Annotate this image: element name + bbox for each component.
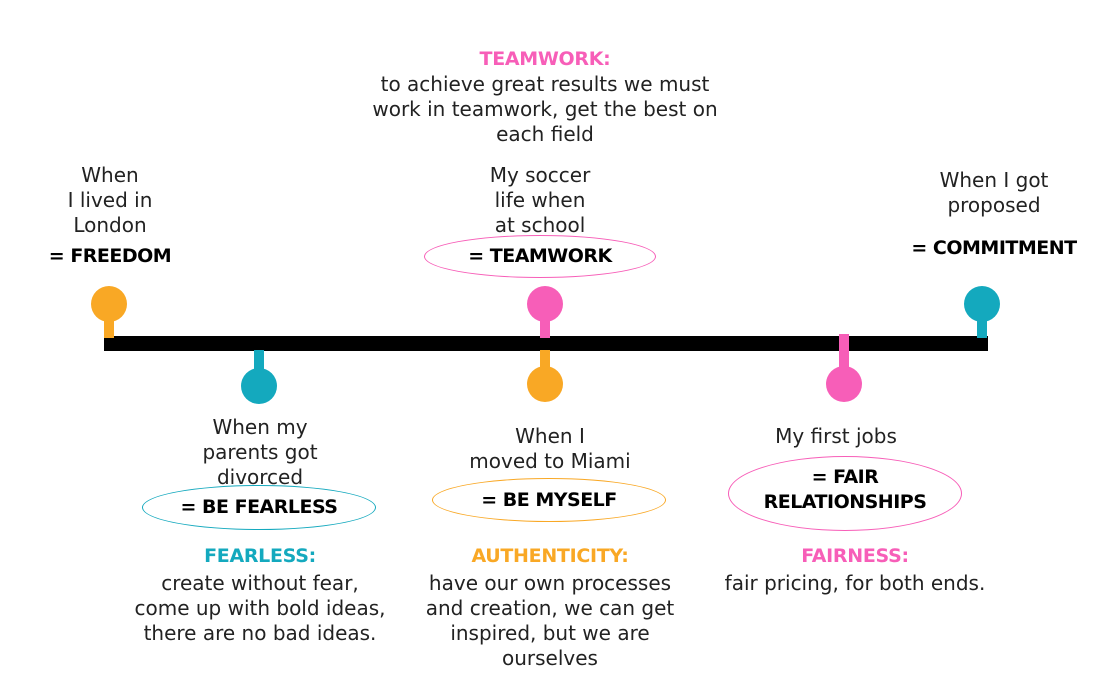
- pin-dot-divorce: [241, 368, 277, 404]
- fairness-note-heading: FAIRNESS:: [801, 545, 909, 567]
- milestone-miami-oval: [432, 478, 666, 522]
- pin-stem-divorce: [254, 350, 264, 370]
- pin-dot-soccer: [527, 286, 563, 322]
- pin-stem-miami: [540, 350, 550, 370]
- authenticity-note-text: have our own processes and creation, we …: [425, 571, 675, 670]
- milestone-miami-value: = BE MYSELF: [481, 489, 617, 511]
- pin-stem-proposed: [977, 318, 987, 338]
- milestone-london-text: When I lived in London: [67, 163, 153, 237]
- authenticity-note-heading: AUTHENTICITY:: [471, 545, 629, 567]
- pin-dot-jobs: [826, 366, 862, 402]
- fairness-note-text: fair pricing, for both ends.: [724, 571, 986, 595]
- pin-dot-miami: [527, 366, 563, 402]
- milestone-divorce-value: = BE FEARLESS: [180, 496, 338, 518]
- pin-stem-london: [104, 318, 114, 338]
- milestone-soccer-value: = TEAMWORK: [468, 245, 612, 267]
- milestone-jobs-value: = FAIR RELATIONSHIPS: [763, 466, 927, 513]
- timeline-bar: [104, 336, 988, 351]
- pin-dot-proposed: [964, 286, 1000, 322]
- milestone-proposed-text: When I got proposed: [939, 168, 1049, 217]
- fearless-note-text: create without fear, come up with bold i…: [134, 571, 386, 645]
- pin-stem-jobs: [839, 334, 849, 370]
- milestone-miami-text: When I moved to Miami: [469, 424, 631, 473]
- milestone-jobs-oval: [728, 456, 962, 531]
- milestone-divorce-text: When my parents got divorced: [202, 415, 318, 489]
- milestone-soccer-oval: [424, 235, 656, 278]
- fearless-note-heading: FEARLESS:: [204, 545, 316, 567]
- teamwork-note-heading: TEAMWORK:: [479, 48, 611, 70]
- pin-stem-soccer: [540, 318, 550, 338]
- teamwork-note-text: to achieve great results we must work in…: [372, 72, 718, 146]
- milestone-proposed-value: = COMMITMENT: [911, 237, 1077, 259]
- milestone-jobs-text: My first jobs: [775, 424, 897, 448]
- milestone-divorce-oval: [142, 485, 376, 530]
- pin-dot-london: [91, 286, 127, 322]
- milestone-soccer-text: My soccer life when at school: [489, 163, 591, 237]
- milestone-london-value: = FREEDOM: [48, 245, 172, 267]
